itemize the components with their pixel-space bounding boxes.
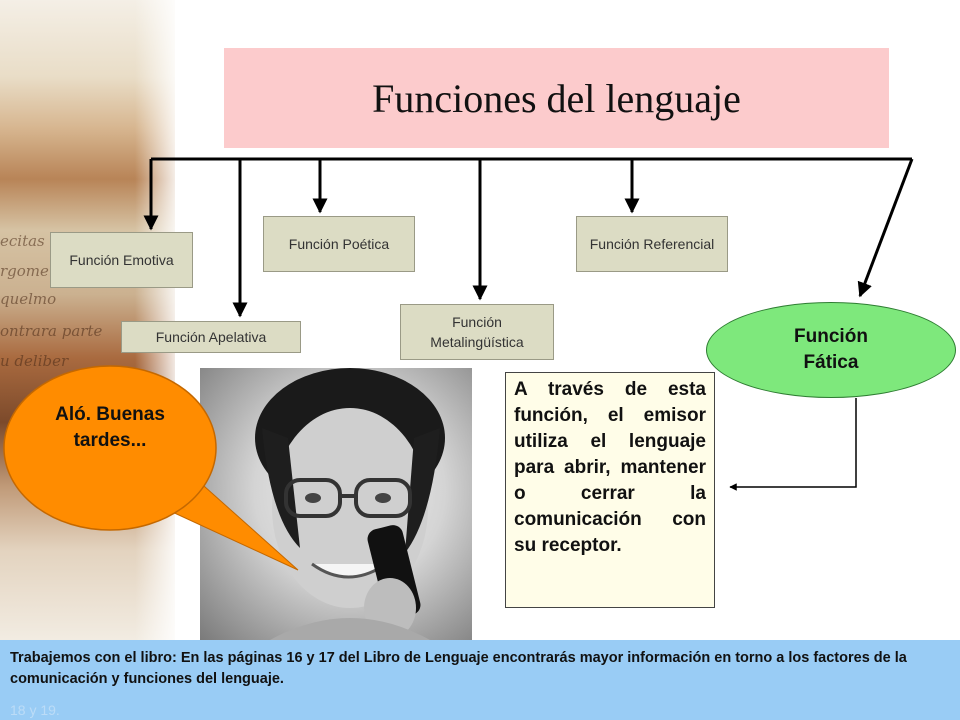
collage-fade xyxy=(135,0,175,640)
function-label-referencial: Función Referencial xyxy=(589,236,715,252)
function-box-apelativa: Función Apelativa xyxy=(121,321,301,353)
function-box-referencial: Función Referencial xyxy=(576,216,728,272)
function-label-poetica: Función Poética xyxy=(288,236,390,252)
function-label-emotiva: Función Emotiva xyxy=(69,252,174,268)
collage-script-line: rgomen xyxy=(0,262,59,280)
title-box: Funciones del lenguaje xyxy=(224,48,889,148)
function-box-poetica: Función Poética xyxy=(263,216,415,272)
woman-on-phone-photo xyxy=(200,368,472,640)
function-box-metalinguistica: Función Metalingüística xyxy=(400,304,554,360)
footer-bar: Trabajemos con el libro: En las páginas … xyxy=(0,640,960,720)
page-title: Funciones del lenguaje xyxy=(372,75,741,121)
footer-note: Trabajemos con el libro: En las páginas … xyxy=(10,650,907,687)
collage-script-line: quelmo xyxy=(0,290,57,308)
footer-ghost-text: 18 y 19. xyxy=(10,702,60,718)
speech-bubble-label: Aló. Buenas tardes... xyxy=(55,404,165,451)
collage-script-line: ontrara parte xyxy=(0,322,103,340)
fatica-description-box: A través de esta función, el emisor util… xyxy=(505,372,715,608)
collage-script-line: ecitas & xyxy=(0,232,63,250)
function-label-apelativa: Función Apelativa xyxy=(155,329,267,345)
speech-bubble-text: Aló. Buenas tardes... xyxy=(20,402,200,454)
arrow-fatica-to-description xyxy=(729,398,857,491)
arrow-fatica xyxy=(857,158,914,298)
fatica-description-text: A través de esta función, el emisor util… xyxy=(514,379,706,556)
function-label-metalinguistica: Función Metalingüística xyxy=(430,314,524,350)
function-box-emotiva: Función Emotiva xyxy=(50,232,193,288)
function-label-fatica: Función Fática xyxy=(794,326,868,373)
function-ellipse-fatica: Función Fática xyxy=(706,302,956,398)
decorative-collage: ecitas & rgomen quelmo ontrara parte u d… xyxy=(0,0,175,640)
